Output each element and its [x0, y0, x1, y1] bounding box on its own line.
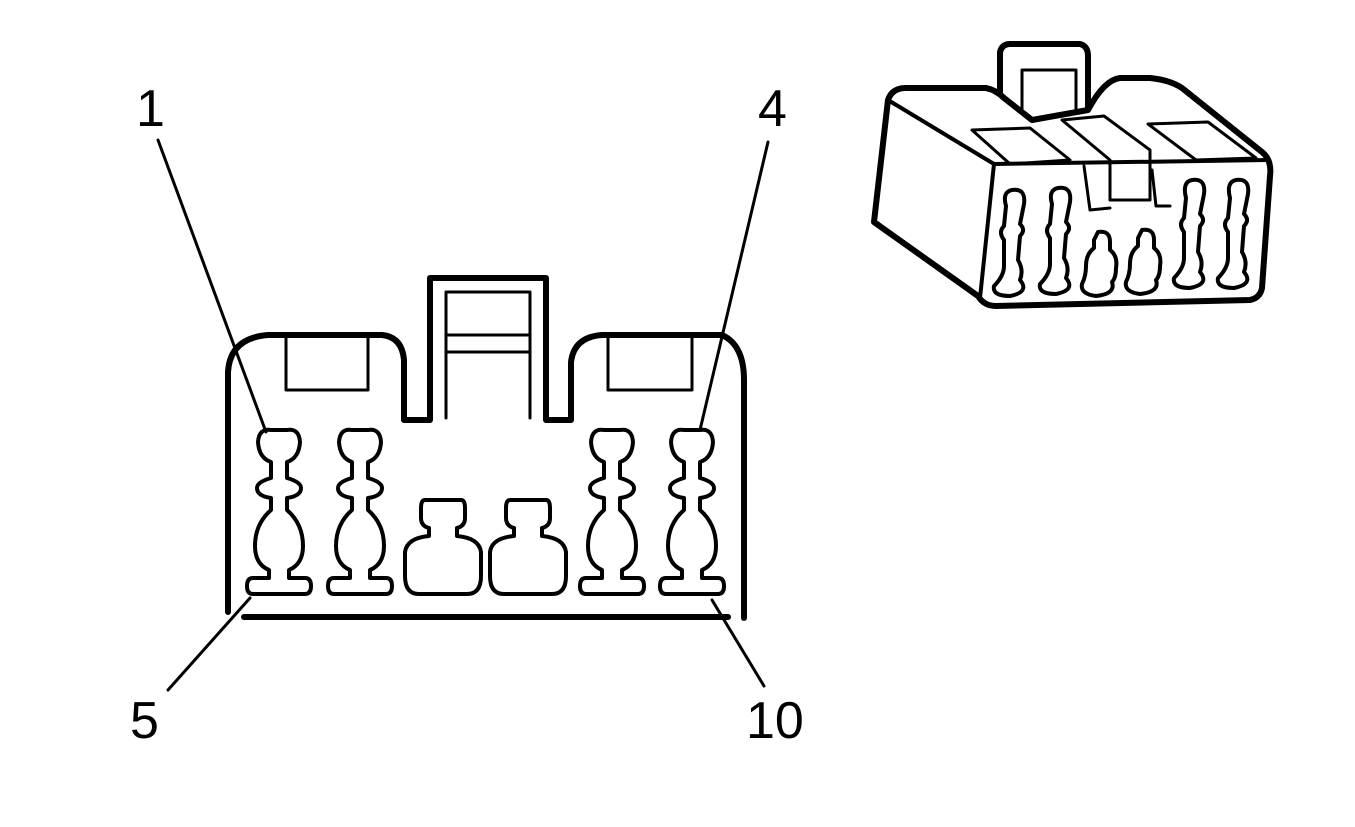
connector-front-view [225, 275, 747, 621]
leader-pin-10 [710, 598, 766, 688]
iso-cavity-4 [1123, 227, 1163, 296]
front-latch-inner [444, 290, 532, 420]
pin-label-10: 10 [746, 692, 804, 750]
iso-slot-mid [1060, 114, 1152, 202]
front-housing-outline [225, 275, 747, 621]
cavity-1 [245, 427, 313, 596]
iso-cavity-2 [1037, 185, 1073, 296]
iso-notch [1082, 164, 1172, 212]
iso-body-outline [871, 75, 1274, 309]
cavity-4 [488, 498, 568, 596]
iso-cavity-6 [1215, 177, 1251, 290]
iso-cavity-3 [1079, 229, 1119, 298]
leader-pin-1 [156, 138, 268, 434]
iso-slot-right [1146, 120, 1258, 162]
leader-pin-5 [166, 596, 252, 692]
cavity-3 [403, 498, 483, 596]
front-window-right [606, 336, 694, 392]
iso-latch-inner [1020, 68, 1078, 122]
pin-label-1: 1 [136, 80, 165, 138]
iso-side-edge [886, 98, 996, 166]
pin-label-5: 5 [130, 692, 159, 750]
iso-cavity-5 [1171, 177, 1207, 290]
cavity-6 [658, 427, 726, 596]
iso-cavity-1 [991, 187, 1027, 298]
cavity-2 [326, 427, 394, 596]
front-window-left [284, 336, 370, 392]
iso-slot-left [970, 126, 1072, 166]
pin-label-4: 4 [758, 80, 787, 138]
cavity-5 [578, 427, 646, 596]
connector-iso-view [871, 41, 1274, 309]
leader-pin-4 [698, 140, 770, 432]
